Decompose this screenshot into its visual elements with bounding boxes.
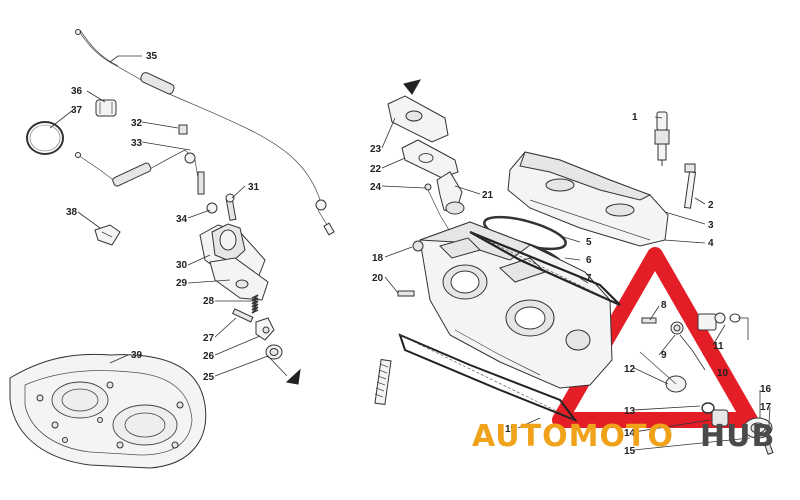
- callout-11: 11: [713, 341, 724, 352]
- gaskets-lower: [398, 230, 621, 423]
- clip-part: [95, 99, 117, 117]
- callout-labels: 35 36 37 32 33 38 31 34 30 29 28 27 26 2…: [66, 51, 772, 457]
- callout-36: 36: [71, 86, 83, 97]
- callout-32: 32: [131, 118, 143, 129]
- callout-20: 20: [372, 273, 384, 284]
- callout-9: 9: [661, 350, 667, 361]
- cylinder-head: [412, 221, 613, 389]
- leader-lines: [49, 55, 771, 451]
- spring-part: [251, 294, 259, 314]
- valve-parts: [424, 171, 465, 236]
- callout-17: 17: [760, 402, 772, 413]
- callout-16: 16: [760, 384, 772, 395]
- watermark-text-main: AUTOMOTO: [472, 419, 674, 454]
- callout-10: 10: [717, 368, 729, 379]
- callout-2: 2: [708, 200, 714, 211]
- callout-27: 27: [203, 333, 215, 344]
- bracket-part: [94, 224, 121, 246]
- callout-15: 15: [624, 446, 636, 457]
- direction-arrows: [285, 79, 422, 385]
- studs: [374, 290, 415, 406]
- nipple-part: [178, 124, 188, 135]
- callout-7: 7: [586, 273, 592, 284]
- watermark-logo: AUTOMOTO HUB: [472, 419, 775, 454]
- callout-22: 22: [370, 164, 382, 175]
- callout-38: 38: [66, 207, 78, 218]
- callout-21: 21: [482, 190, 494, 201]
- callout-8: 8: [661, 300, 667, 311]
- gaskets-upper: [387, 95, 459, 179]
- callout-19: 19: [505, 424, 517, 435]
- callout-5: 5: [586, 237, 592, 248]
- spark-plug: [654, 111, 670, 166]
- callout-35: 35: [146, 51, 158, 62]
- callout-28: 28: [203, 296, 215, 307]
- callout-34: 34: [176, 214, 188, 225]
- callout-4: 4: [708, 238, 714, 249]
- sensor-parts: [639, 312, 774, 455]
- callout-24: 24: [370, 182, 382, 193]
- throttle-pump-assembly: [199, 193, 269, 301]
- callout-14: 14: [624, 428, 636, 439]
- ring-part: [26, 121, 64, 155]
- callout-30: 30: [176, 260, 188, 271]
- callout-29: 29: [176, 278, 188, 289]
- callout-25: 25: [203, 372, 215, 383]
- callout-12: 12: [624, 364, 636, 375]
- callout-26: 26: [203, 351, 215, 362]
- callout-31: 31: [248, 182, 260, 193]
- linkage-parts: [232, 308, 283, 360]
- callout-37: 37: [71, 105, 83, 116]
- throttle-cable: [75, 29, 335, 236]
- valve-cover: [507, 151, 669, 247]
- base-plate: [9, 353, 207, 469]
- callout-1: 1: [632, 112, 638, 123]
- choke-cable: [75, 149, 205, 195]
- callout-33: 33: [131, 138, 143, 149]
- callout-6: 6: [586, 255, 592, 266]
- callout-18: 18: [372, 253, 384, 264]
- callout-39: 39: [131, 350, 143, 361]
- bolt-part: [683, 163, 697, 209]
- callout-3: 3: [708, 220, 714, 231]
- callout-13: 13: [624, 406, 636, 417]
- watermark-text-hub: HUB: [700, 419, 775, 454]
- callout-23: 23: [370, 144, 382, 155]
